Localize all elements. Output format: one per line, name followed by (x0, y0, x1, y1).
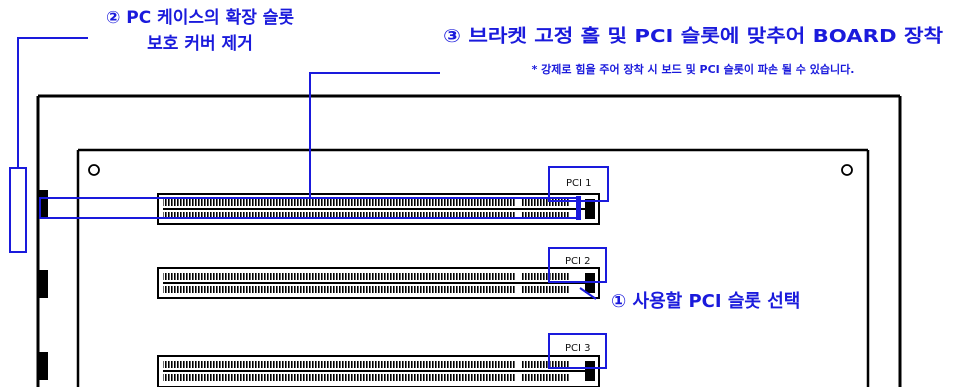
pci-slot-label-box (548, 333, 607, 369)
pci-slot-1: PCI 1 (157, 166, 609, 225)
pci-slot-label: PCI 3 (565, 343, 591, 354)
step3-warning-note: * 강제로 힘을 주어 장착 시 보드 및 PCI 슬롯이 파손 될 수 있습니… (532, 62, 855, 76)
pc-case-chassis (36, 94, 902, 387)
step2-label-line1: ② PC 케이스의 확장 슬롯 (106, 8, 294, 28)
step2-label-line2: 보호 커버 제거 (147, 34, 253, 54)
motherboard (76, 148, 870, 387)
step3-title: ③ 브라켓 고정 홀 및 PCI 슬롯에 맞추어 BOARD 장착 (443, 25, 944, 47)
pci-slot-label-box (548, 247, 607, 283)
mounting-hole (841, 164, 853, 176)
step1-label: ① 사용할 PCI 슬롯 선택 (611, 290, 800, 312)
pci-slot-label: PCI 2 (565, 256, 591, 267)
expansion-slot-bracket (38, 270, 48, 298)
pci-slot-label: PCI 1 (566, 178, 592, 189)
pci-slot-2: PCI 2 (157, 247, 607, 299)
mounting-hole (88, 164, 100, 176)
expansion-slot-brackets (38, 190, 48, 380)
expansion-slot-cover (9, 167, 27, 253)
expansion-slot-bracket (38, 190, 48, 218)
pci-slot-3: PCI 3 (157, 333, 607, 387)
step1-callout-line (579, 287, 597, 300)
step2-callout-line (17, 37, 88, 168)
expansion-slot-bracket (38, 352, 48, 380)
step3-callout-line (309, 72, 440, 198)
